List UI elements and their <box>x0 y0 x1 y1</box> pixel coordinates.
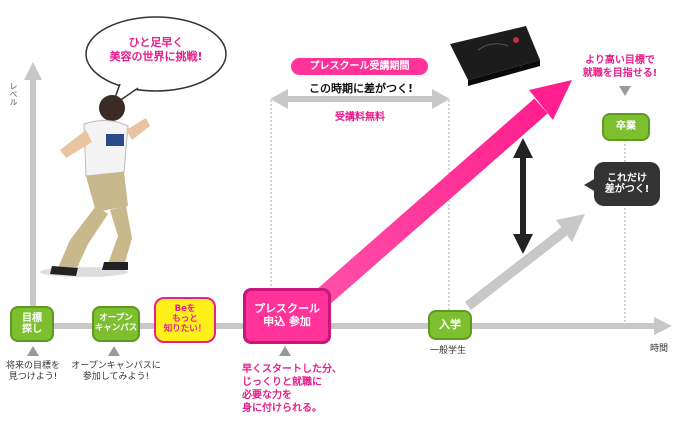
note-open-campus: オープンキャンパスに 参加してみよう! <box>71 361 161 383</box>
goal-note: より高い目標で 就職を目指せる! <box>582 55 658 79</box>
marker-preschool <box>279 346 291 356</box>
note-preschool: 早くスタートした分、 じっくりと就職に 必要な力を 身に付けられる。 <box>242 364 342 414</box>
milestone-goal-search: 目標 探し <box>10 306 54 342</box>
preschool-period-caption: この時期に差がつく! <box>308 82 414 95</box>
note-general-student: 一般学生 <box>429 346 466 356</box>
milestone-be-more: Beを もっと 知りたい！ <box>154 297 216 343</box>
general-student-arrow <box>464 226 570 310</box>
marker-goal-search <box>27 346 39 356</box>
preschool-growth-arrow <box>315 98 548 306</box>
milestone-preschool: プレスクール 申込 参加 <box>243 288 331 344</box>
x-axis-label: 時間 <box>650 344 669 354</box>
speech-bubble-text: ひと足早く 美容の世界に挑戦! <box>109 36 203 64</box>
preschool-growth-arrowhead <box>529 80 572 120</box>
difference-callout: これだけ 差がつく! <box>594 162 660 206</box>
note-goal-search: 将来の目標を 見つけよう! <box>5 361 60 383</box>
milestone-enrollment: 入学 <box>428 310 472 340</box>
period-arrowhead-right <box>432 89 450 109</box>
general-student-arrowhead <box>556 214 585 242</box>
difference-arrowhead-bottom <box>513 234 533 254</box>
speech-bubble-shape <box>85 16 227 92</box>
marker-open-campus <box>108 346 120 356</box>
y-axis-label: レベル <box>9 82 18 106</box>
graduation-box: 卒業 <box>602 113 650 141</box>
difference-arrowhead-top <box>513 138 533 158</box>
y-axis-arrowhead <box>24 62 42 80</box>
preschool-period-banner: プレスクール受講期間 <box>291 58 428 75</box>
milestone-open-campus: オープン キャンパス <box>92 306 140 342</box>
x-axis-arrowhead <box>654 317 672 335</box>
preschool-fee-label: 受講料無料 <box>335 112 385 123</box>
product-box-image <box>450 26 540 86</box>
student-figure <box>40 95 150 277</box>
difference-callout-tail <box>584 178 596 192</box>
period-arrowhead-left <box>270 89 288 109</box>
marker-graduation <box>619 86 631 96</box>
